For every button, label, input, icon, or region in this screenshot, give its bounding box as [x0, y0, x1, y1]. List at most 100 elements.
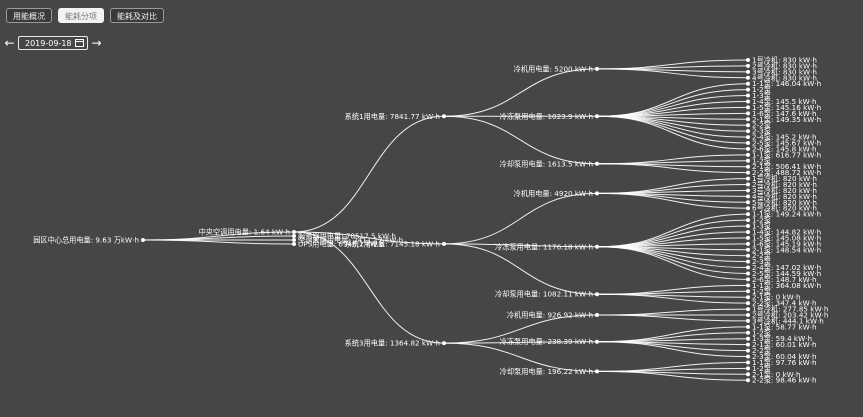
- tree-node[interactable]: [746, 123, 750, 128]
- tree-node[interactable]: [746, 354, 750, 359]
- tree-node[interactable]: [746, 360, 750, 365]
- tab-energy-breakdown[interactable]: 能耗分项: [58, 8, 104, 23]
- tree-node-label: 1-1泵: 364.08 kW·h: [752, 281, 821, 290]
- tree-node[interactable]: [746, 259, 750, 264]
- tree-node[interactable]: [595, 114, 599, 119]
- tree-node-label: 2-1泵: 60.01 kW·h: [752, 340, 817, 349]
- tree-node[interactable]: [292, 238, 296, 242]
- tree-node[interactable]: [141, 238, 145, 242]
- tree-node[interactable]: [746, 247, 750, 252]
- tree-node[interactable]: [746, 307, 750, 312]
- tree-node[interactable]: [746, 194, 750, 199]
- tree-node[interactable]: [746, 170, 750, 175]
- tree-link: [293, 115, 445, 233]
- tree-node[interactable]: [746, 176, 750, 181]
- tree-node[interactable]: [746, 229, 750, 234]
- tree-node[interactable]: [292, 230, 296, 234]
- tree-node-label: 1-1泵: 146.04 kW·h: [752, 79, 821, 88]
- tree-node[interactable]: [746, 318, 750, 323]
- tree-node[interactable]: [746, 188, 750, 193]
- tree-link: [443, 243, 598, 248]
- tree-node[interactable]: [442, 114, 446, 119]
- tree-node-label: 1-2泵: [752, 287, 771, 296]
- tree-node[interactable]: [292, 242, 296, 246]
- tree-node[interactable]: [746, 271, 750, 276]
- tree-node[interactable]: [746, 313, 750, 317]
- tree-node[interactable]: [746, 289, 750, 294]
- tree-node[interactable]: [746, 99, 750, 104]
- tab-energy-comparison[interactable]: 能耗及对比: [110, 8, 164, 23]
- tree-node[interactable]: [746, 378, 750, 383]
- tree-node[interactable]: [746, 330, 750, 335]
- tree-node[interactable]: [746, 342, 750, 347]
- tree-node[interactable]: [746, 295, 750, 300]
- next-day-icon[interactable]: →: [91, 36, 102, 50]
- tree-node-label: 4号冷机: 820 kW·h: [752, 192, 817, 201]
- tree-node-label: 2号冷机: 820 kW·h: [752, 180, 817, 189]
- tree-node[interactable]: [746, 111, 750, 116]
- tree-link: [443, 341, 598, 344]
- tree-node[interactable]: [746, 366, 750, 371]
- tree-node[interactable]: [746, 265, 750, 270]
- tree-link: [596, 246, 749, 263]
- tree-node[interactable]: [746, 301, 750, 306]
- tree-node-label: 冷机用电量: 926.92 kW·h: [507, 311, 593, 320]
- tree-node[interactable]: [746, 277, 750, 282]
- tree-node[interactable]: [595, 339, 599, 344]
- date-input[interactable]: 2019-09-18: [18, 36, 88, 50]
- tree-node[interactable]: [442, 341, 446, 346]
- tree-node[interactable]: [442, 241, 446, 246]
- tree-node[interactable]: [746, 224, 750, 229]
- tree-node[interactable]: [746, 146, 750, 151]
- prev-day-icon[interactable]: ←: [4, 36, 15, 50]
- tree-node[interactable]: [746, 117, 750, 122]
- tree-node[interactable]: [595, 369, 599, 374]
- tree-node[interactable]: [746, 93, 750, 98]
- tree-node-label: 1-5泵: 145.16 kW·h: [752, 103, 821, 112]
- tree-node[interactable]: [746, 69, 750, 74]
- tree-node[interactable]: [746, 152, 750, 157]
- tree-node[interactable]: [595, 191, 599, 196]
- tree-node[interactable]: [595, 161, 599, 166]
- tree-node[interactable]: [746, 105, 750, 110]
- tree-node[interactable]: [746, 182, 750, 187]
- tree-node[interactable]: [595, 244, 599, 249]
- tree-node[interactable]: [746, 75, 750, 80]
- tab-energy-overview[interactable]: 用能概况: [6, 8, 52, 23]
- tree-node[interactable]: [746, 283, 750, 288]
- tree-node-label: 1-6泵: 145.19 kW·h: [752, 239, 821, 248]
- tree-node[interactable]: [746, 372, 750, 377]
- tree-node[interactable]: [746, 141, 750, 145]
- tree-node[interactable]: [746, 212, 750, 217]
- tree-node-label: 1-2泵: [752, 216, 771, 225]
- tree-node[interactable]: [595, 313, 599, 317]
- tree-node[interactable]: [746, 206, 750, 211]
- tree-node[interactable]: [746, 135, 750, 140]
- tree-node[interactable]: [746, 348, 750, 353]
- tree-node-label: 2-2泵: 98.46 kW·h: [752, 376, 817, 385]
- tree-node[interactable]: [746, 218, 750, 223]
- tree-node[interactable]: [595, 292, 599, 297]
- tree-node[interactable]: [746, 241, 750, 246]
- tree-node[interactable]: [746, 129, 750, 134]
- tree-node[interactable]: [746, 235, 750, 240]
- tree-node[interactable]: [746, 253, 750, 258]
- tree-node[interactable]: [746, 87, 750, 92]
- tree-node[interactable]: [595, 66, 599, 71]
- tree-node[interactable]: [746, 336, 750, 341]
- tree-link: [596, 290, 749, 295]
- tree-node[interactable]: [746, 164, 750, 169]
- tree-node[interactable]: [746, 81, 750, 86]
- tree-node-label: 2-3泵: [752, 127, 771, 136]
- tree-node[interactable]: [292, 234, 296, 238]
- tree-node[interactable]: [746, 324, 750, 329]
- tree-node[interactable]: [746, 158, 750, 163]
- tree-node[interactable]: [746, 57, 750, 62]
- tree-node-label: 5号冷机: 820 kW·h: [752, 198, 817, 207]
- tree-node-label: 1-2泵: [752, 85, 771, 94]
- tree-node-label: 2-5泵: 144.59 kW·h: [752, 269, 821, 278]
- tree-node[interactable]: [746, 200, 750, 205]
- calendar-icon[interactable]: [75, 39, 84, 47]
- tree-node[interactable]: [746, 63, 750, 68]
- tree-link: [596, 341, 749, 358]
